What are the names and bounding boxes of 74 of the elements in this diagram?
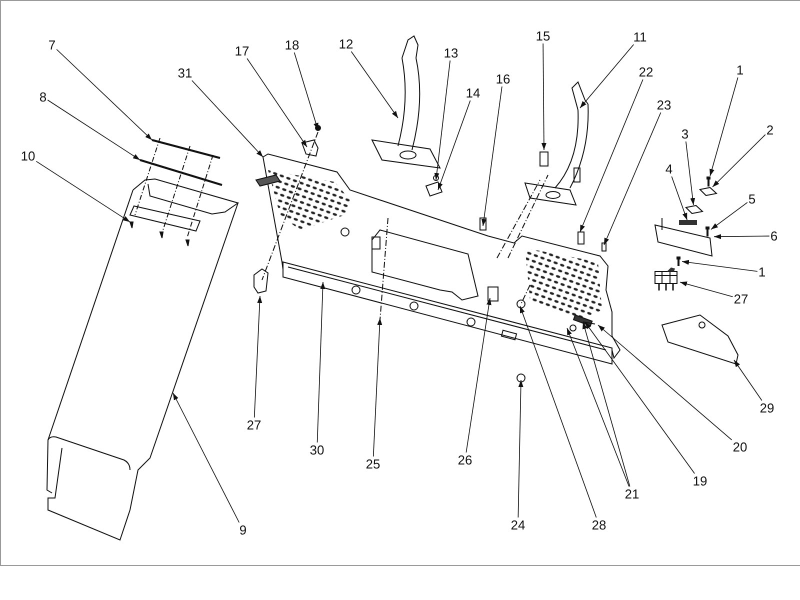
callout-number: 9 — [238, 522, 248, 538]
callout-number: 6 — [769, 228, 779, 244]
callout-number: 1 — [757, 264, 767, 280]
leader-line — [710, 202, 748, 230]
leader-line — [466, 298, 492, 453]
leader-line — [566, 328, 630, 487]
plate-icon — [684, 205, 704, 214]
callout-number: 17 — [234, 44, 250, 58]
callout-number: 15 — [534, 28, 552, 44]
callout-number: 23 — [656, 98, 672, 112]
callout-number: 3 — [680, 126, 690, 142]
screw-icon — [705, 176, 712, 187]
leader-line — [56, 48, 152, 140]
leader-line — [541, 43, 546, 150]
leader-line — [192, 80, 264, 158]
callout-number: 18 — [284, 38, 300, 52]
leader-line — [316, 282, 326, 443]
leader-line — [682, 260, 758, 272]
callout-number: 26 — [456, 452, 474, 468]
callout-number: 22 — [638, 64, 654, 80]
callout-number: 27 — [732, 292, 750, 306]
callout-number: 14 — [464, 86, 482, 100]
callout-number: 8 — [38, 90, 48, 104]
screw-icon — [675, 256, 682, 266]
leader-line — [172, 392, 240, 523]
leader-line — [710, 77, 738, 176]
callout-number: 11 — [632, 30, 648, 44]
leader-line — [520, 306, 597, 518]
callout-number: 10 — [20, 148, 36, 164]
leader-line — [47, 100, 140, 160]
leader-line — [671, 176, 688, 220]
leader-line — [518, 380, 524, 518]
leader-line — [580, 79, 644, 232]
callout-number: 16 — [494, 72, 512, 86]
callout-number: 12 — [338, 36, 354, 52]
callout-number: 2 — [765, 122, 775, 138]
leader-line — [254, 296, 262, 418]
callout-number: 30 — [308, 442, 326, 458]
leader-line — [734, 360, 762, 401]
callout-number: 27 — [246, 418, 262, 432]
callout-number: 1 — [735, 62, 745, 78]
leader-line — [481, 86, 502, 226]
leader-line — [598, 324, 732, 440]
callout-number: 7 — [47, 38, 57, 52]
leader-line — [438, 100, 471, 190]
plate-icon — [698, 187, 718, 196]
callout-number: 4 — [664, 162, 674, 176]
callout-number: 13 — [442, 46, 460, 60]
callout-number: 25 — [364, 456, 382, 472]
callout-number: 20 — [732, 440, 748, 454]
leader-line — [582, 322, 630, 487]
switch-icon — [654, 265, 680, 292]
leader-line — [584, 322, 695, 474]
callout-number: 19 — [692, 474, 708, 488]
callout-number: 21 — [624, 486, 640, 502]
screw-icon — [704, 226, 711, 238]
callout-number: 31 — [176, 66, 194, 80]
leader-line — [686, 141, 696, 206]
leader-line — [434, 60, 451, 180]
callout-number: 28 — [590, 518, 608, 532]
leader-line — [350, 51, 398, 118]
leader-line — [680, 282, 734, 298]
callout-number: 29 — [758, 400, 776, 416]
leader-line — [36, 160, 130, 222]
leader-line — [580, 44, 634, 108]
leader-line — [712, 134, 766, 188]
plate-drawing — [654, 217, 714, 257]
callout-number: 24 — [510, 518, 526, 532]
strip-icon — [679, 220, 697, 225]
leader-line — [372, 318, 382, 457]
leader-line — [246, 58, 308, 148]
leader-line — [714, 234, 770, 240]
leader-line — [604, 112, 662, 246]
callout-number: 5 — [747, 192, 757, 206]
